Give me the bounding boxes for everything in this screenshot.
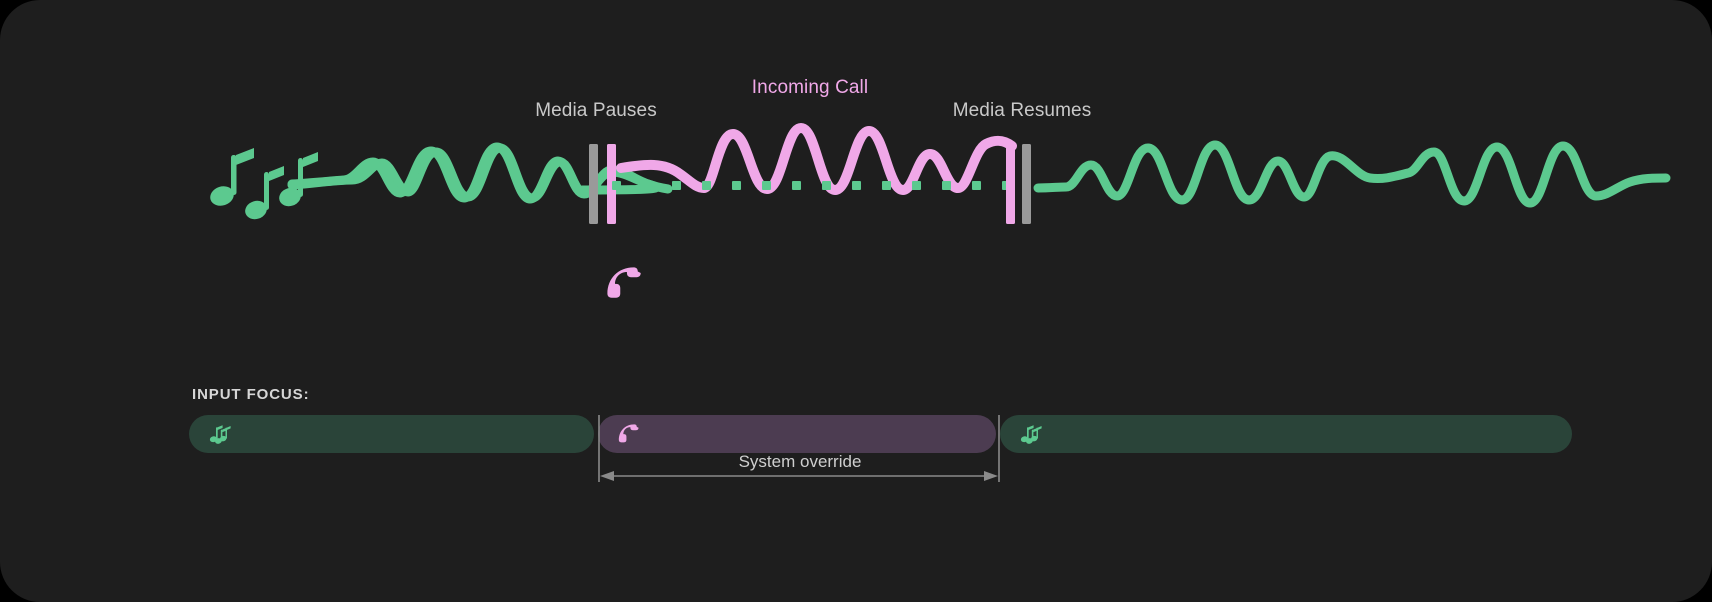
phone-icon bbox=[618, 423, 640, 445]
label-incoming-call: Incoming Call bbox=[751, 77, 869, 98]
label-media-pauses: Media Pauses bbox=[535, 100, 657, 121]
call-waveform bbox=[616, 123, 1017, 195]
call-end-marker-bar bbox=[1006, 144, 1015, 224]
label-media-resumes: Media Resumes bbox=[952, 100, 1092, 121]
media-resume-marker-bar bbox=[1022, 144, 1031, 224]
input-focus-section: INPUT FOCUS: bbox=[0, 330, 1712, 602]
audio-timeline: Media Pauses Incoming Call Media Resumes bbox=[210, 77, 1671, 298]
override-arrow-head-left bbox=[600, 471, 614, 481]
phone-icon bbox=[607, 267, 641, 298]
system-override-label: System override bbox=[738, 452, 862, 471]
media-pause-marker-bar bbox=[589, 144, 598, 224]
music-notes-icon bbox=[1020, 424, 1042, 444]
focus-segment-media-before[interactable] bbox=[189, 415, 594, 453]
system-override-bracket bbox=[598, 415, 1000, 482]
focus-segment-call[interactable] bbox=[598, 415, 996, 453]
media-waveform-after bbox=[1033, 140, 1671, 208]
input-focus-title: INPUT FOCUS: bbox=[192, 386, 310, 403]
timeline-canvas bbox=[210, 123, 1671, 298]
override-arrow-head-right bbox=[984, 471, 998, 481]
call-start-marker-bar bbox=[607, 144, 616, 224]
media-paused-dotted-line bbox=[612, 181, 1011, 190]
focus-segment-media-after[interactable] bbox=[1000, 415, 1572, 453]
music-notes-icon bbox=[210, 148, 318, 220]
music-notes-icon bbox=[209, 424, 231, 444]
